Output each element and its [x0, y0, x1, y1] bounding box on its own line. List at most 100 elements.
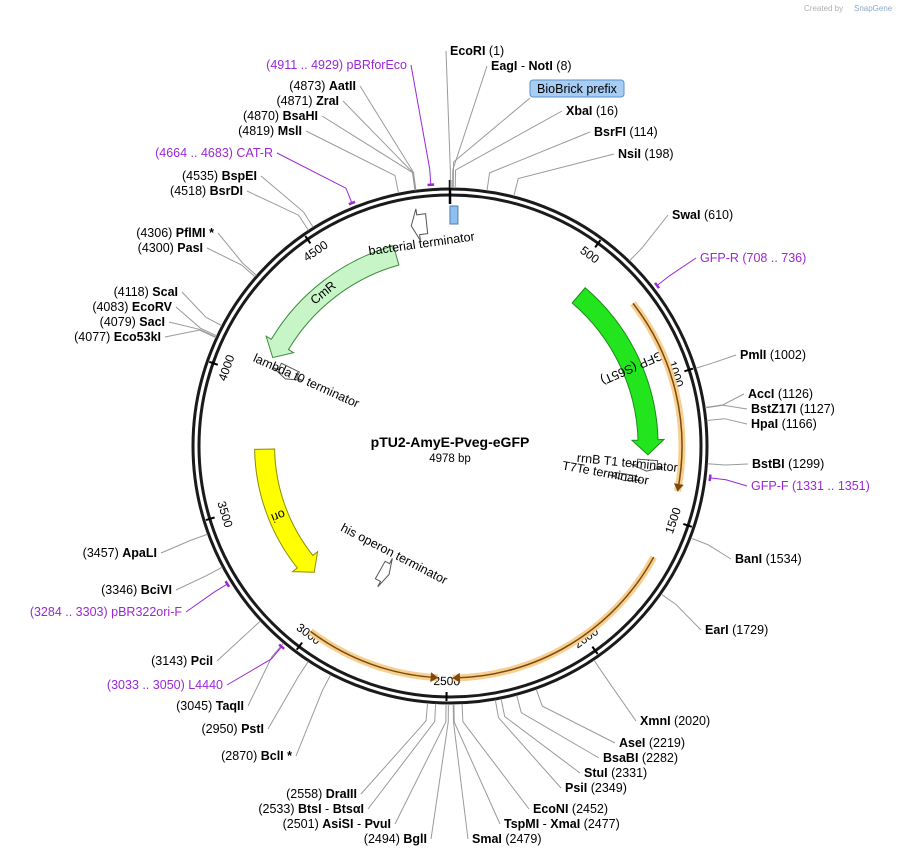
site-msli[interactable]: (4819) MslI — [238, 124, 400, 194]
primer-l4440[interactable]: (3033 .. 3050) L4440 — [107, 643, 285, 692]
site-leader — [494, 699, 562, 789]
site-name: PstI — [241, 722, 264, 736]
site-asei[interactable]: AseI (2219) — [535, 688, 685, 750]
site-label: (4083) EcoRV — [92, 300, 172, 314]
site-scai[interactable]: (4118) ScaI — [114, 285, 223, 327]
site-bsrfi[interactable]: BsrFI (114) — [486, 125, 658, 191]
site-name: SwaI — [672, 208, 701, 222]
site-btsi[interactable]: (2533) BtsI - BtsαI — [258, 703, 437, 816]
site-apali[interactable]: (3457) ApaLI — [83, 533, 208, 560]
site-name: DraIII — [326, 787, 357, 801]
site-name: BstZ17I — [751, 402, 796, 416]
site-pmli[interactable]: PmlI (1002) — [695, 348, 806, 369]
site-tspmi[interactable]: TspMI - XmaI (2477) — [453, 703, 620, 831]
site-bani[interactable]: BanI (1534) — [690, 537, 802, 566]
site-ecorv[interactable]: (4083) EcoRV — [92, 300, 217, 337]
site-pasi[interactable]: (4300) PasI — [138, 241, 256, 278]
site-swai[interactable]: SwaI (610) — [629, 208, 734, 262]
site-position: (1002) — [766, 348, 806, 362]
site-pcii[interactable]: (3143) PciI — [151, 620, 261, 668]
site-bcli[interactable]: (2870) BclI * — [221, 674, 332, 763]
site-stui[interactable]: StuI (2331) — [500, 698, 647, 780]
site-label: (4118) ScaI — [114, 285, 178, 299]
site-name: BclI * — [261, 749, 292, 763]
site-name: BsrFI — [594, 125, 626, 139]
primer-gfp-r[interactable]: GFP-R (708 .. 736) — [654, 251, 806, 289]
biobrick: BioBrick prefix — [449, 79, 625, 225]
site-psii[interactable]: PsiI (2349) — [494, 699, 627, 795]
biobrick-badge[interactable] — [529, 79, 625, 98]
feature-bacterial-terminator — [410, 208, 429, 241]
site-xmni[interactable]: XmnI (2020) — [593, 659, 710, 728]
site-leader — [206, 247, 256, 278]
site-eco53ki[interactable]: (4077) Eco53kI — [74, 329, 217, 344]
site-ecori[interactable]: EcoRI (1) — [445, 44, 504, 189]
site-position: (4535) — [182, 169, 222, 183]
site-bstz17i[interactable]: BstZ17I (1127) — [705, 402, 835, 416]
site-leader — [690, 537, 732, 560]
site-asisi[interactable]: (2501) AsiSI - PvuI — [283, 703, 447, 831]
primer-name: GFP-F — [751, 479, 792, 493]
primer-sites: (4911 .. 4929) pBRforEco(4664 .. 4683) C… — [30, 58, 870, 692]
site-bstbi[interactable]: BstBI (1299) — [707, 457, 824, 471]
orange-arcs — [308, 301, 686, 683]
site-saci[interactable]: (4079) SacI — [100, 315, 217, 338]
site-name: BsaBI — [603, 751, 638, 765]
site-bsabi[interactable]: BsaBI (2282) — [516, 695, 678, 765]
site-label: EcoRI (1) — [450, 44, 504, 58]
site-name: XmnI — [640, 714, 671, 728]
site-psti[interactable]: (2950) PstI — [201, 661, 309, 736]
site-leader — [216, 620, 261, 662]
site-label: NsiI (198) — [618, 147, 674, 161]
site-nsii[interactable]: NsiI (198) — [513, 147, 674, 197]
site-leader — [453, 703, 501, 825]
site-name: BstBI — [752, 457, 785, 471]
primer-cat-r[interactable]: (4664 .. 4683) CAT-R — [155, 146, 356, 206]
site-econi[interactable]: EcoNI (2452) — [461, 703, 608, 816]
tick-mark — [304, 235, 312, 244]
site-name: Eco53kI — [114, 330, 161, 344]
site-name: EcoRI — [450, 44, 485, 58]
primer-position: (1331 .. 1351) — [792, 479, 870, 493]
tick-mark — [205, 516, 215, 522]
primer-pbr322ori-f[interactable]: (3284 .. 3303) pBR322ori-F — [30, 580, 231, 619]
site-name: XbaI — [566, 104, 592, 118]
biobrick-leader — [452, 97, 531, 189]
site-draiii[interactable]: (2558) DraIII — [286, 702, 429, 801]
site-eari[interactable]: EarI (1729) — [660, 593, 768, 637]
primer-pbrforeco[interactable]: (4911 .. 4929) pBRforEco — [266, 58, 435, 187]
primer-position: (3033 .. 3050) — [107, 678, 188, 692]
site-position: (4518) — [170, 184, 210, 198]
site-leader — [164, 329, 217, 339]
site-taqii[interactable]: (3045) TaqII — [176, 642, 284, 713]
site-eagi[interactable]: EagI - NotI (8) — [452, 59, 572, 189]
site-smai[interactable]: SmaI (2479) — [452, 703, 542, 846]
site-name: AsiSI — [322, 817, 353, 831]
site-position: (1166) — [778, 417, 817, 431]
site-label: (2533) BtsI - BtsαI — [258, 802, 364, 816]
site-aatii[interactable]: (4873) AatII — [289, 79, 417, 191]
site-xbai[interactable]: XbaI (16) — [454, 104, 618, 189]
tick-label: 500 — [578, 243, 603, 266]
site-pflmi[interactable]: (4306) PflMI * — [136, 226, 257, 276]
site-zrai[interactable]: (4871) ZraI — [276, 94, 416, 191]
site-name-2: BtsαI — [333, 802, 364, 816]
site-position: (610) — [701, 208, 734, 222]
site-acci[interactable]: AccI (1126) — [705, 387, 813, 409]
site-label: TspMI - XmaI (2477) — [504, 817, 620, 831]
site-hpai[interactable]: HpaI (1166) — [706, 417, 817, 431]
site-label: XmnI (2020) — [640, 714, 710, 728]
site-label: (4819) MslI — [238, 124, 302, 138]
site-bgli[interactable]: (2494) BglI — [364, 703, 449, 846]
site-bspei[interactable]: (4535) BspEI — [182, 169, 314, 228]
site-bsrdi[interactable]: (4518) BsrDI — [170, 184, 309, 231]
site-label: (3143) PciI — [151, 654, 213, 668]
site-separator: - — [539, 817, 550, 831]
site-position: (4819) — [238, 124, 278, 138]
primer-gfp-f[interactable]: GFP-F (1331 .. 1351) — [708, 474, 870, 493]
site-label: EarI (1729) — [705, 623, 768, 637]
site-bcivi[interactable]: (3346) BciVI — [101, 566, 223, 597]
site-leader — [267, 661, 309, 730]
